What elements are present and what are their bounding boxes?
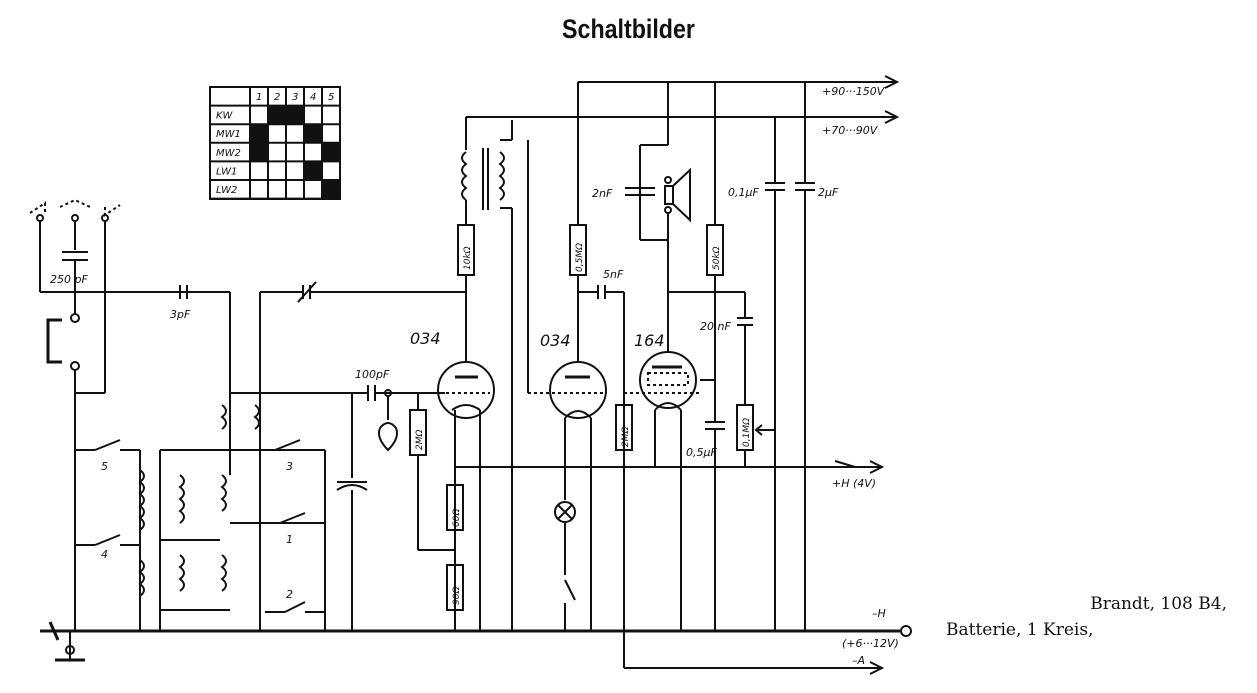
table-cell-closed [250, 142, 268, 162]
component-labels: 250 pF 3pF 100pF 5nF 2nF 0,1µF 2µF 20 nF… [50, 85, 899, 667]
caption-line-1: Brandt, 108 B4, [1090, 594, 1227, 614]
table-cell-closed [304, 124, 322, 143]
label-rail-hv2: +70···90V [822, 124, 879, 137]
table-row-label: LW1 [216, 166, 237, 177]
table-row-label: KW [216, 111, 234, 122]
table-header-5: 5 [328, 92, 334, 103]
table-header-3: 3 [292, 92, 298, 103]
tuning-section [230, 281, 466, 631]
label-c-cath: 0,5µF [686, 446, 717, 459]
label-rail-heat-pos: +H (4V) [832, 477, 876, 490]
label-rail-supply: (+6···12V) [842, 637, 899, 650]
label-tube-2: 034 [540, 331, 571, 350]
label-tube-3: 164 [634, 331, 665, 350]
label-tube-1: 034 [410, 329, 441, 348]
coil-switch-network [74, 292, 326, 631]
label-c-inter: 5nF [603, 268, 624, 281]
table-cell-closed [250, 124, 268, 143]
label-rail-anode-neg: –A [852, 654, 865, 667]
label-c-dec1: 0,1µF [728, 186, 759, 199]
label-r-bias2: 90Ω [452, 587, 462, 605]
label-r-out: 50kΩ [712, 246, 722, 270]
table-cell-closed [268, 105, 286, 125]
table-row-label: MW1 [216, 129, 241, 140]
table-cell-closed [322, 180, 340, 199]
label-switch-5: 5 [101, 460, 108, 473]
label-r-grid2: 2MΩ [621, 427, 631, 447]
tube-3 [624, 82, 815, 631]
label-r-grid1: 2MΩ [415, 430, 425, 450]
label-rail-hv1: +90···150V [822, 85, 886, 98]
tube-2 [527, 82, 633, 631]
label-switch-2: 2 [286, 588, 293, 601]
label-switch-1: 1 [286, 533, 293, 546]
label-r-load: 0,5MΩ [575, 243, 585, 272]
table-header-2: 2 [274, 92, 280, 103]
label-rail-heat-neg: –H [872, 607, 886, 620]
caption-line-2: Batterie, 1 Kreis, [946, 620, 1094, 640]
label-r-plate: 10kΩ [463, 246, 473, 270]
antenna-section [29, 198, 231, 662]
supply-rails [40, 75, 912, 675]
label-c-spk: 2nF [592, 187, 613, 200]
label-c-fb: 20 nF [700, 320, 731, 333]
table-cell-closed [304, 161, 322, 180]
table-cell-closed [286, 105, 304, 125]
table-header-1: 1 [256, 92, 262, 103]
table-header-4: 4 [310, 92, 316, 103]
label-r-bias1: 60Ω [452, 509, 462, 527]
tube-1 [437, 292, 495, 631]
label-c-coupling: 3pF [170, 308, 191, 321]
table-row-label: LW2 [216, 185, 237, 196]
table-row-label: MW2 [216, 148, 241, 159]
label-r-vol: 0,1MΩ [742, 418, 752, 447]
table-cell-closed [322, 142, 340, 162]
label-switch-4: 4 [101, 548, 108, 561]
label-c-grid: 100pF [355, 368, 390, 381]
label-c-antenna: 250 pF [50, 273, 88, 286]
label-c-dec2: 2µF [818, 186, 839, 199]
transformer [457, 117, 513, 631]
page-title: Schaltbilder [562, 14, 695, 44]
label-switch-3: 3 [286, 460, 293, 473]
